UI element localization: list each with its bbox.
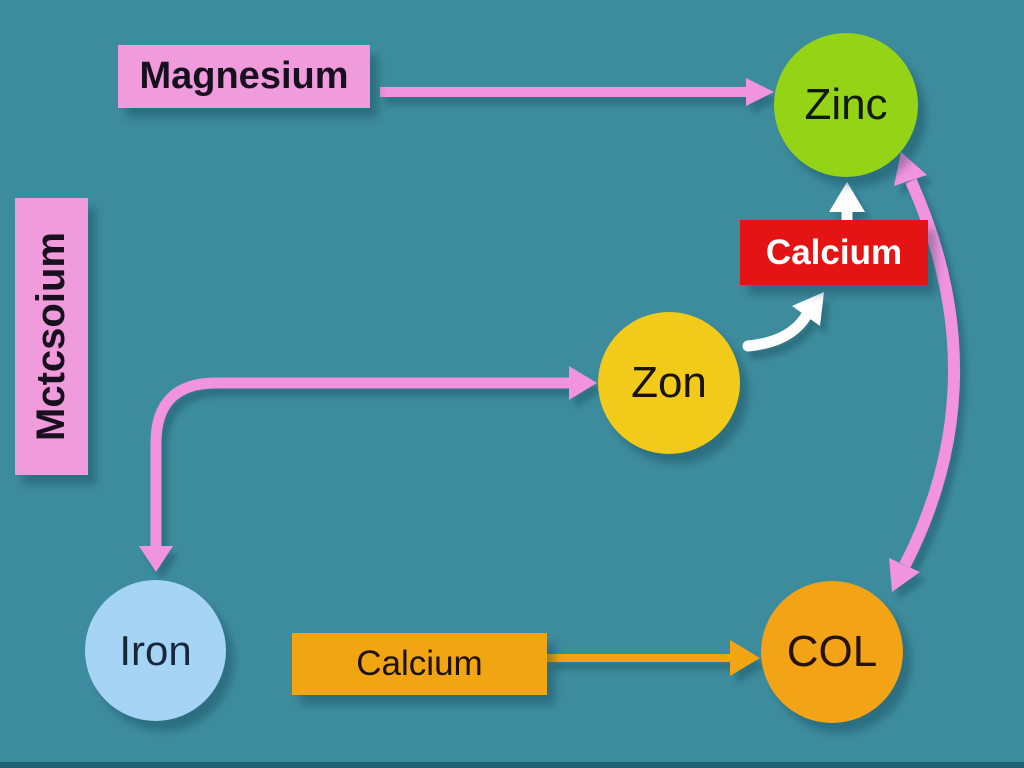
arrow-zon-to-calcium-head [792,292,824,326]
zinc-circle: Zinc [774,33,918,177]
iron-circle: Iron [85,580,226,721]
arrow-iron-zon-line [150,377,571,548]
calcium-orange-box: Calcium [292,633,547,695]
arrow-into-zon-head [569,366,597,400]
calcium-red-box: Calcium [740,220,928,285]
arrow-magnesium-to-zinc [380,78,774,106]
arrow-col-zinc-curve [889,152,961,592]
arrow-col-zinc-line [899,178,961,568]
zon-label: Zon [631,358,707,407]
zinc-label: Zinc [804,80,888,129]
arrow-zon-to-calcium-line [742,310,812,352]
zon-circle: Zon [598,312,740,454]
arrow-zon-to-calcium [742,292,824,352]
col-circle: COL [761,581,903,723]
arrow-calcium-to-col [547,640,760,676]
mctcsoium-label: Mctcsoium [29,232,73,441]
arrow-iron-zon-elbow [139,366,597,572]
arrow-calcium-to-zinc-head [829,182,865,212]
mctcsoium-box: Mctcsoium [15,198,88,475]
calcium-orange-label: Calcium [356,644,483,683]
iron-label: Iron [119,626,192,674]
arrow-into-iron-head [139,546,173,572]
col-label: COL [786,627,878,676]
arrow-into-zinc-head [894,152,927,186]
arrow-into-col-head [889,558,920,592]
arrow-calcium-to-col-head [730,640,760,676]
arrow-magnesium-to-zinc-head [746,78,774,106]
calcium-red-label: Calcium [765,232,903,272]
magnesium-box: Magnesium [118,45,370,108]
bottom-edge-strip [0,762,1024,768]
magnesium-label: Magnesium [139,55,349,97]
